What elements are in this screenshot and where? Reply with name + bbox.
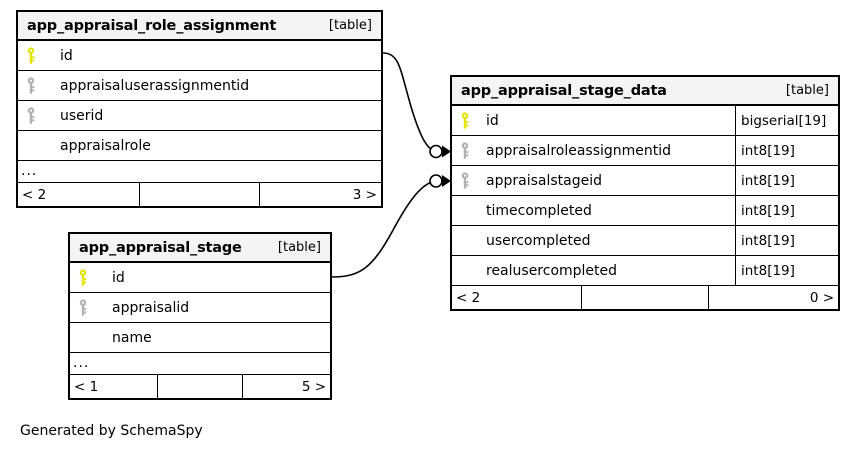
column-name: userid: [60, 107, 104, 124]
table-row[interactable]: appraisalstageid int8[19]: [452, 166, 838, 196]
table-row[interactable]: appraisalid: [70, 293, 330, 323]
table-header: app_appraisal_stage [table]: [70, 234, 330, 263]
column-type-label: int8[19]: [741, 232, 795, 249]
more-columns-indicator: ...: [70, 353, 330, 375]
table-row[interactable]: id bigserial[19]: [452, 106, 838, 136]
primary-key-icon: [78, 268, 104, 287]
primary-key-icon: [26, 46, 52, 65]
column-cell: name: [70, 323, 330, 352]
relationship-endpoint-circle-2: [429, 174, 443, 188]
generated-by-note: Generated by SchemaSpy: [20, 423, 203, 439]
column-type: int8[19]: [735, 196, 838, 225]
column-type: int8[19]: [735, 226, 838, 255]
incoming-count-label: < 1: [74, 378, 99, 395]
foreign-key-icon: [460, 141, 486, 160]
column-cell: appraisalrole: [18, 131, 381, 160]
column-name: appraisalrole: [60, 137, 151, 154]
more-columns-glyph: ...: [21, 163, 38, 180]
column-type-label: int8[19]: [741, 142, 795, 159]
outgoing-count-label: 3 >: [352, 186, 377, 203]
column-name: appraisalid: [112, 299, 190, 316]
relationship-endpoint-circle-1: [429, 144, 443, 159]
table-footer: < 1 5 >: [70, 375, 330, 398]
primary-key-icon: [460, 111, 486, 130]
table-app-appraisal-stage[interactable]: app_appraisal_stage [table] id: [68, 232, 332, 400]
column-name: timecompleted: [486, 202, 592, 219]
table-row[interactable]: appraisalroleassignmentid int8[19]: [452, 136, 838, 166]
column-cell: id: [452, 106, 735, 135]
column-type: int8[19]: [735, 136, 838, 165]
table-row[interactable]: id: [70, 263, 330, 293]
column-cell: appraisalid: [70, 293, 330, 322]
table-kind-label: [table]: [328, 18, 372, 33]
column-cell: realusercompleted: [452, 256, 735, 285]
outgoing-relationship-count[interactable]: 0 >: [709, 286, 838, 309]
column-cell: id: [70, 263, 330, 292]
column-name: realusercompleted: [486, 262, 618, 279]
table-row[interactable]: appraisaluserassignmentid: [18, 71, 381, 101]
column-cell: appraisalstageid: [452, 166, 735, 195]
outgoing-count-label: 0 >: [809, 289, 835, 306]
table-app-appraisal-role-assignment[interactable]: app_appraisal_role_assignment [table] id: [16, 10, 383, 208]
column-name: id: [112, 269, 125, 286]
foreign-key-icon: [26, 106, 52, 125]
column-name: id: [486, 112, 499, 129]
column-type: bigserial[19]: [735, 106, 838, 135]
column-cell: usercompleted: [452, 226, 735, 255]
foreign-key-icon: [26, 76, 52, 95]
column-name: appraisaluserassignmentid: [60, 77, 250, 94]
table-kind-label: [table]: [277, 240, 321, 255]
foreign-key-icon: [460, 171, 486, 190]
column-cell: timecompleted: [452, 196, 735, 225]
column-cell: userid: [18, 101, 381, 130]
table-row[interactable]: realusercompleted int8[19]: [452, 256, 838, 286]
column-cell: appraisaluserassignmentid: [18, 71, 381, 100]
table-row[interactable]: usercompleted int8[19]: [452, 226, 838, 256]
outgoing-relationship-count[interactable]: 5 >: [243, 375, 330, 398]
column-name: appraisalroleassignmentid: [486, 142, 672, 159]
table-row[interactable]: userid: [18, 101, 381, 131]
column-name: name: [112, 329, 152, 346]
column-name: usercompleted: [486, 232, 591, 249]
table-title: app_appraisal_stage_data: [461, 82, 667, 99]
incoming-count-label: < 2: [22, 186, 47, 203]
footer-middle-cell: [139, 183, 260, 206]
table-title: app_appraisal_role_assignment: [27, 17, 277, 34]
table-footer: < 2 3 >: [18, 183, 381, 206]
table-app-appraisal-stage-data[interactable]: app_appraisal_stage_data [table] id bigs…: [450, 75, 840, 311]
incoming-relationship-count[interactable]: < 1: [70, 375, 157, 398]
relationship-line-role-assignment-to-stage-data: [382, 52, 435, 152]
column-type: int8[19]: [735, 166, 838, 195]
column-type-label: int8[19]: [741, 262, 795, 279]
more-columns-indicator: ...: [18, 161, 381, 183]
incoming-count-label: < 2: [456, 289, 481, 306]
column-cell: appraisalroleassignmentid: [452, 136, 735, 165]
column-type-label: int8[19]: [741, 172, 795, 189]
table-header: app_appraisal_stage_data [table]: [452, 77, 838, 106]
table-row[interactable]: id: [18, 41, 381, 71]
table-header: app_appraisal_role_assignment [table]: [18, 12, 381, 41]
outgoing-relationship-count[interactable]: 3 >: [260, 183, 381, 206]
table-row[interactable]: name: [70, 323, 330, 353]
foreign-key-icon: [78, 298, 104, 317]
footer-middle-cell: [580, 286, 710, 309]
column-cell: id: [18, 41, 381, 70]
more-columns-glyph: ...: [73, 355, 90, 372]
table-kind-label: [table]: [785, 83, 829, 98]
column-type: int8[19]: [735, 256, 838, 285]
footer-middle-cell: [156, 375, 244, 398]
outgoing-count-label: 5 >: [301, 378, 327, 395]
incoming-relationship-count[interactable]: < 2: [452, 286, 581, 309]
incoming-relationship-count[interactable]: < 2: [18, 183, 139, 206]
table-title: app_appraisal_stage: [79, 239, 242, 256]
table-row[interactable]: appraisalrole: [18, 131, 381, 161]
table-row[interactable]: timecompleted int8[19]: [452, 196, 838, 226]
column-type-label: bigserial[19]: [741, 112, 827, 129]
column-type-label: int8[19]: [741, 202, 795, 219]
column-name: id: [60, 47, 73, 64]
column-name: appraisalstageid: [486, 172, 602, 189]
table-footer: < 2 0 >: [452, 286, 838, 309]
